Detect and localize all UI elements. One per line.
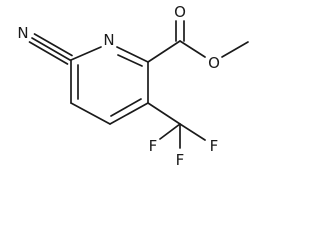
ester-bond-o-methyl xyxy=(221,41,249,58)
nitrile-triple-bond-2 xyxy=(33,33,73,57)
bond-c3-cf3 xyxy=(147,102,181,125)
atom-ring-n: N xyxy=(103,31,114,49)
nitrile-triple-bond-3 xyxy=(28,41,69,65)
ring-bond-n1-c2-inner xyxy=(117,54,143,67)
atom-f-right: F xyxy=(210,137,219,155)
bonds xyxy=(28,20,249,149)
ester-bond-ccarbonyl-o xyxy=(179,40,206,58)
atom-labels: N N O O F F F xyxy=(17,3,220,169)
ring-bond-c6-n1 xyxy=(70,46,102,61)
atom-f-left: F xyxy=(149,137,158,155)
atom-nitrile-n: N xyxy=(17,24,28,42)
atom-ester-o: O xyxy=(208,54,220,72)
ring-bond-c3-c4 xyxy=(109,102,149,125)
bond-cf3-f-right xyxy=(179,123,206,141)
ring-bond-n1-c2 xyxy=(116,46,149,63)
bond-cf3-f-left xyxy=(159,123,181,140)
molecule-drawing: N N O O F F F xyxy=(17,3,249,169)
atom-carbonyl-o: O xyxy=(174,3,186,21)
ring-bond-c3-c4-inner xyxy=(110,98,142,117)
nitrile-triple-bond-1 xyxy=(31,37,71,61)
structure-diagram: N N O O F F F xyxy=(17,3,249,169)
atom-f-bottom: F xyxy=(176,151,185,169)
ring-bond-c4-c5 xyxy=(70,102,111,125)
ester-bond-c2-ccarbonyl xyxy=(147,40,181,63)
